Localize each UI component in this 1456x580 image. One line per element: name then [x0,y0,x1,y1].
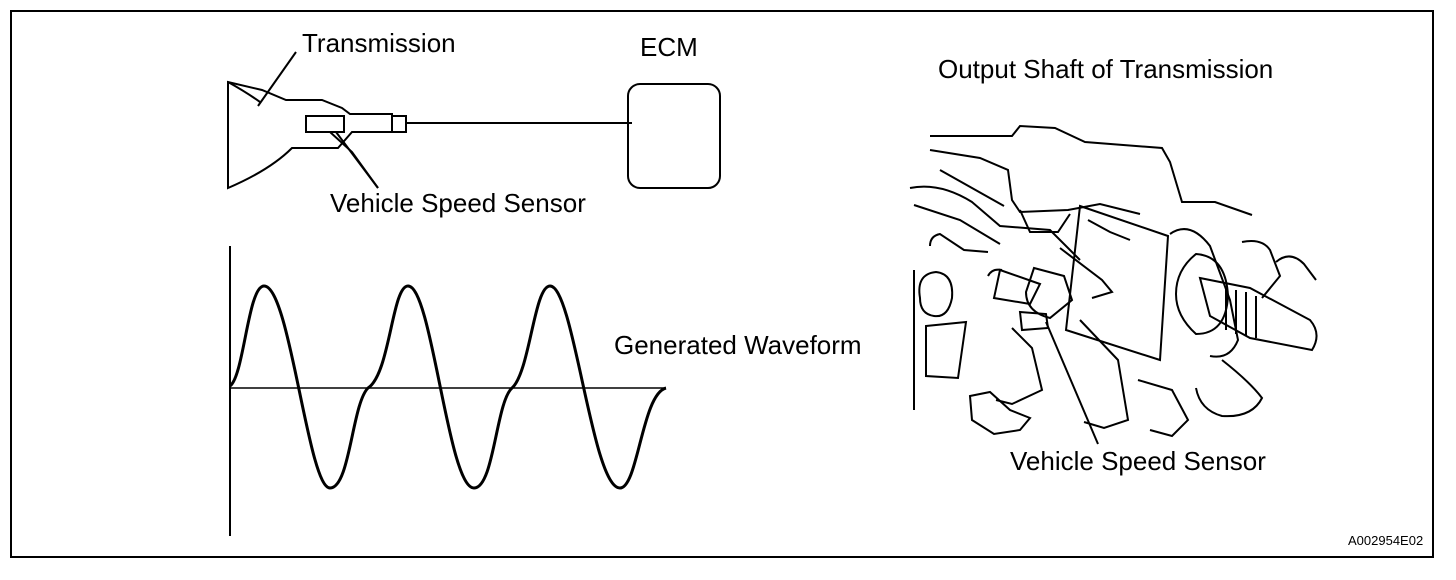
sine-waveform [228,284,667,490]
output-shaft-illustration [909,124,1318,438]
figure-code: A002954E02 [1348,533,1424,548]
vehicle-speed-sensor-label-right: Vehicle Speed Sensor [1010,446,1266,476]
sensor-leader-hook [329,131,379,189]
output-shaft-label: Output Shaft of Transmission [938,54,1274,84]
ecm-label: ECM [640,32,698,62]
transmission-leader [257,51,297,107]
generated-waveform-label: Generated Waveform [614,330,862,360]
transmission-shape [227,80,407,190]
vehicle-speed-sensor-label: Vehicle Speed Sensor [330,188,586,218]
transmission-label: Transmission [302,28,456,58]
ecm-box [627,83,721,189]
diagram-frame [10,10,1434,558]
sensor-leader-right [1045,321,1099,445]
